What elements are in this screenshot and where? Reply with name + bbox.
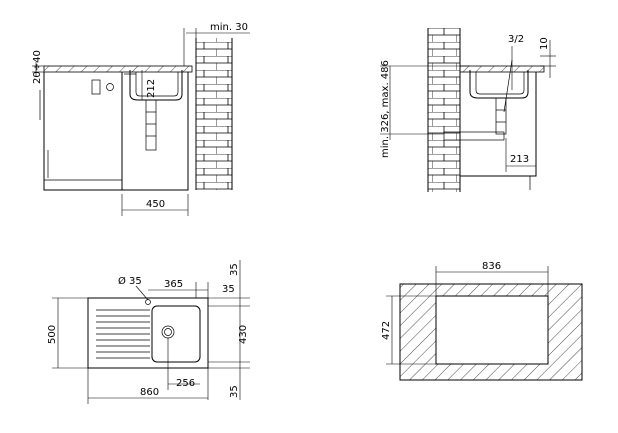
dim-bowl-offset-label: 256 <box>176 378 195 389</box>
dim-length-label: 860 <box>140 387 159 398</box>
brick-wall-left <box>195 38 233 190</box>
countertop-right <box>459 65 545 190</box>
dim-length: 860 <box>87 368 208 404</box>
dim-bowl-depth-label: 212 <box>146 79 157 98</box>
dim-valve-size-label: 3/2 <box>508 34 524 45</box>
countertop-left <box>43 65 193 73</box>
dim-cutout-width: 472 <box>381 295 436 365</box>
base-cabinet <box>39 72 189 191</box>
bowl-outline <box>151 305 201 363</box>
dishwasher-panel <box>91 79 114 95</box>
brick-wall-right <box>427 28 461 192</box>
dim-drain-offset: 213 <box>505 138 537 172</box>
tap-hole <box>145 299 151 305</box>
drain-pipe-right <box>443 59 513 141</box>
dim-cutout-length-label: 836 <box>482 261 501 272</box>
dim-rim-height-label: 10 <box>539 37 550 50</box>
dim-width: 500 <box>47 297 88 369</box>
dim-edge-top-label: 35 <box>229 263 240 276</box>
dim-min-gap: min. 30 <box>183 22 250 66</box>
sink-bowl-right <box>469 70 529 99</box>
side-view-right: 3/2 10 min. 326, max. 486 213 <box>380 28 556 192</box>
side-view-left: min. 30 20÷40 212 450 <box>32 22 250 216</box>
top-view: Ø 35 365 35 35 430 35 500 2 <box>47 260 250 404</box>
drain-pipe-left <box>145 99 157 151</box>
dim-counter-label: 20÷40 <box>32 50 43 84</box>
dim-tap-hole-label: Ø 35 <box>118 275 142 287</box>
dim-bowl-offset: 256 <box>167 338 200 390</box>
dim-cutout-width-label: 472 <box>381 321 392 340</box>
dim-drain-height: min. 326, max. 486 <box>380 60 470 158</box>
cutout-view: 836 472 <box>381 261 583 381</box>
dim-cabinet-width: 450 <box>121 194 189 216</box>
dim-edge-bottom-label: 35 <box>229 385 240 398</box>
dim-cutout-length: 836 <box>435 261 549 296</box>
dim-bowl-depth: 212 <box>141 70 157 100</box>
dim-tap-hole: Ø 35 <box>118 275 149 301</box>
dim-valve-size: 3/2 <box>508 34 524 90</box>
dim-edge-right-label: 35 <box>222 284 235 295</box>
cutout-opening <box>435 295 549 365</box>
dim-width-label: 500 <box>47 325 58 344</box>
dim-drain-height-label: min. 326, max. 486 <box>380 60 391 158</box>
dim-tap-offset: 365 <box>148 279 208 291</box>
sink-outline <box>87 297 209 369</box>
dim-cabinet-width-label: 450 <box>146 199 165 210</box>
dim-drain-offset-label: 213 <box>510 154 529 165</box>
dim-inner-width-label: 430 <box>238 325 249 344</box>
dim-counter-thickness: 20÷40 <box>32 50 44 84</box>
dim-tap-offset-label: 365 <box>164 279 183 290</box>
dim-rim-height: 10 <box>539 37 556 78</box>
drainer-grooves <box>96 309 150 359</box>
sink-bowl-left <box>124 70 183 101</box>
drain-hole <box>161 325 175 339</box>
dim-edges: 35 35 430 35 <box>195 260 250 400</box>
dim-min-gap-label: min. 30 <box>210 22 248 33</box>
